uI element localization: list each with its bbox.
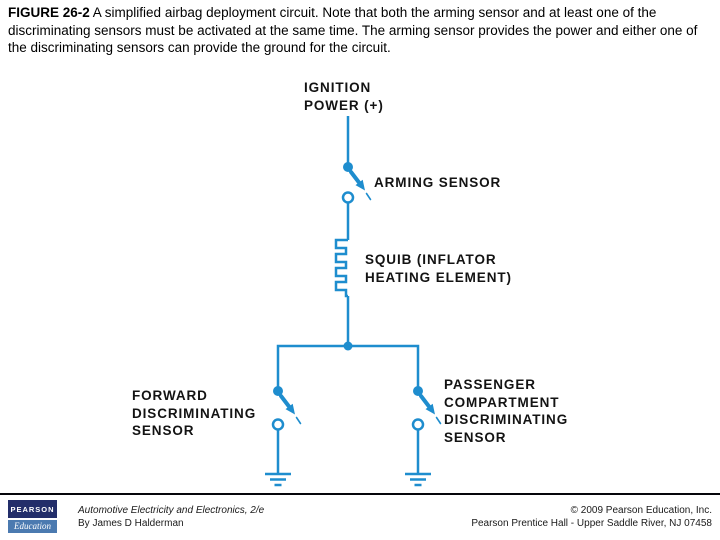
pearson-logo-division: Education <box>8 519 57 533</box>
passenger-sensor-switch <box>411 386 442 473</box>
forward-sensor-label: FORWARD DISCRIMINATING SENSOR <box>132 388 257 438</box>
figure-caption: FIGURE 26-2 A simplified airbag deployme… <box>8 4 714 57</box>
pearson-logo-brand: PEARSON <box>8 500 57 518</box>
squib-label: SQUIB (INFLATOR HEATING ELEMENT) <box>365 252 512 285</box>
ground-symbol-left <box>265 472 291 487</box>
footer-publisher-info: © 2009 Pearson Education, Inc. Pearson P… <box>471 505 712 530</box>
book-title: Automotive Electricity and Electronics, … <box>78 505 265 516</box>
arming-sensor-switch <box>341 162 372 240</box>
passenger-sensor-label: PASSENGER COMPARTMENT DISCRIMINATING SEN… <box>444 377 569 445</box>
pearson-logo: PEARSON Education <box>8 500 57 533</box>
publisher-line: Pearson Prentice Hall - Upper Saddle Riv… <box>471 517 712 529</box>
book-author: By James D Halderman <box>78 517 184 529</box>
ignition-power-label: IGNITION POWER (+) <box>304 80 384 113</box>
figure-caption-text: A simplified airbag deployment circuit. … <box>8 5 698 55</box>
squib-resistor <box>334 238 350 346</box>
branch-bus <box>276 341 420 387</box>
arming-sensor-label: ARMING SENSOR <box>374 175 502 190</box>
copyright-line: © 2009 Pearson Education, Inc. <box>570 505 712 516</box>
ground-symbol-right <box>405 472 431 487</box>
figure-number: FIGURE 26-2 <box>8 5 90 20</box>
footer-divider <box>0 493 720 495</box>
footer-book-info: Automotive Electricity and Electronics, … <box>78 505 264 530</box>
forward-sensor-switch <box>271 386 302 473</box>
